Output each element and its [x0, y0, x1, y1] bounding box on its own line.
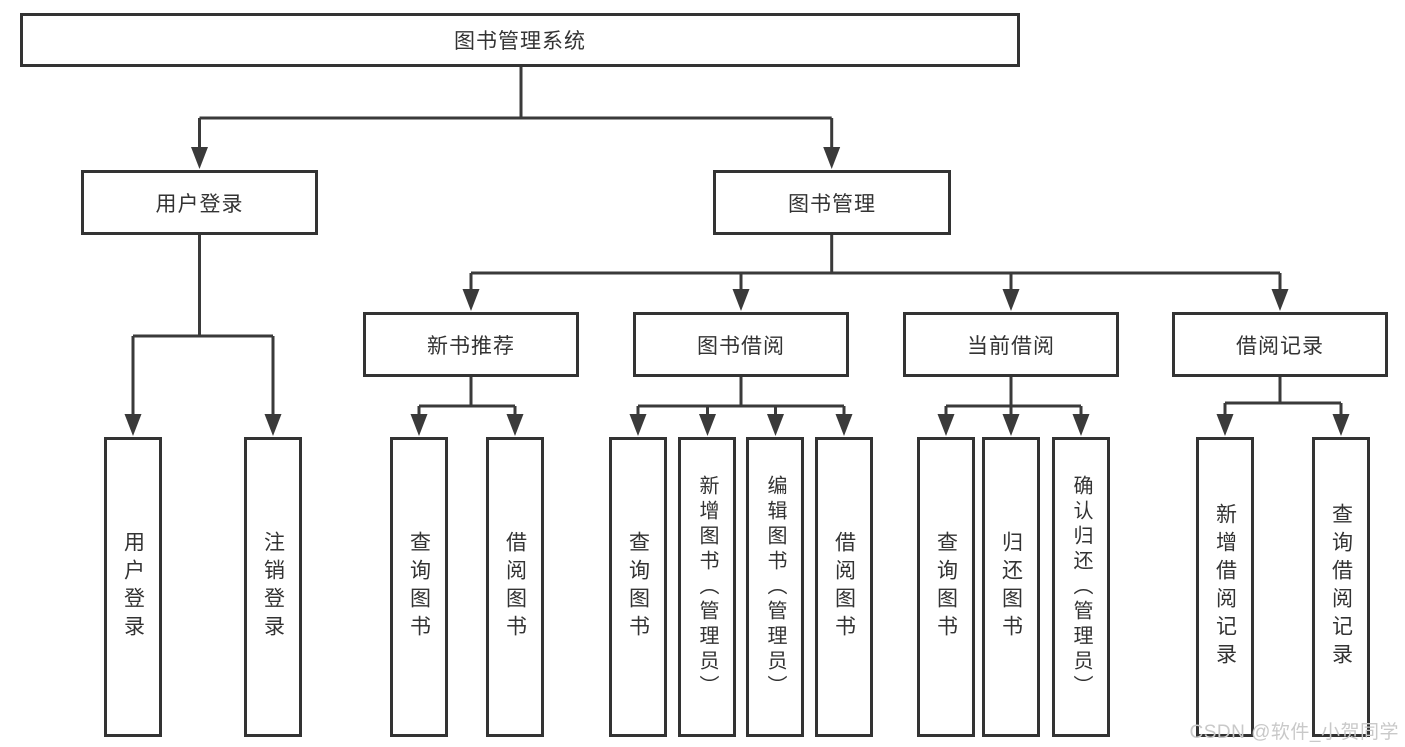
leaf-borrow-query-book: 查询图书: [609, 437, 667, 737]
csdn-watermark: CSDN @软件_小贺同学: [1189, 722, 1399, 743]
arrowhead-icons: [124, 147, 1350, 436]
node-root-label: 图书管理系统: [454, 30, 586, 53]
leaf-user-login: 用户登录: [104, 437, 162, 737]
node-user-login-label: 用户登录: [155, 192, 244, 216]
leaf-borrow-query-book-label: 查询图书: [626, 531, 650, 643]
leaf-recommend-borrow-book-label: 借阅图书: [503, 531, 527, 643]
node-borrow-record-label: 借阅记录: [1236, 334, 1324, 358]
leaf-add-book-admin-label: 新增图书（管理员）: [696, 474, 718, 700]
leaf-add-book-admin: 新增图书（管理员）: [678, 437, 736, 737]
leaf-borrow-book-label: 借阅图书: [832, 531, 856, 643]
node-book-mgmt-label: 图书管理: [788, 192, 876, 216]
leaf-current-query-book-label: 查询图书: [934, 531, 958, 643]
leaf-logout: 注销登录: [244, 437, 302, 737]
leaf-return-book-label: 归还图书: [999, 531, 1023, 643]
node-current-borrow-label: 当前借阅: [967, 334, 1055, 358]
node-new-book-recommend-label: 新书推荐: [427, 334, 515, 358]
leaf-borrow-book: 借阅图书: [815, 437, 873, 737]
leaf-return-book: 归还图书: [982, 437, 1040, 737]
node-current-borrow: 当前借阅: [903, 312, 1119, 377]
node-user-login-branch: 用户登录: [81, 170, 318, 235]
leaf-add-borrow-record-label: 新增借阅记录: [1213, 503, 1237, 671]
node-root: 图书管理系统: [20, 13, 1020, 67]
leaf-query-borrow-record-label: 查询借阅记录: [1329, 503, 1353, 671]
leaf-confirm-return-admin-label: 确认归还（管理员）: [1070, 474, 1092, 700]
leaf-confirm-return-admin: 确认归还（管理员）: [1052, 437, 1110, 737]
leaf-logout-label: 注销登录: [261, 531, 285, 643]
elbow-lines: [131, 66, 1343, 417]
leaf-current-query-book: 查询图书: [917, 437, 975, 737]
node-book-borrow-label: 图书借阅: [697, 334, 785, 358]
node-new-book-recommend: 新书推荐: [363, 312, 579, 377]
leaf-recommend-borrow-book: 借阅图书: [486, 437, 544, 737]
node-book-mgmt-branch: 图书管理: [713, 170, 951, 235]
leaf-query-borrow-record: 查询借阅记录: [1312, 437, 1370, 737]
leaf-recommend-query-book: 查询图书: [390, 437, 448, 737]
leaf-edit-book-admin: 编辑图书（管理员）: [746, 437, 804, 737]
node-book-borrow: 图书借阅: [633, 312, 849, 377]
leaf-add-borrow-record: 新增借阅记录: [1196, 437, 1254, 737]
leaf-user-login-label: 用户登录: [121, 531, 145, 643]
leaf-recommend-query-book-label: 查询图书: [407, 531, 431, 643]
node-borrow-record: 借阅记录: [1172, 312, 1388, 377]
leaf-edit-book-admin-label: 编辑图书（管理员）: [764, 474, 786, 700]
